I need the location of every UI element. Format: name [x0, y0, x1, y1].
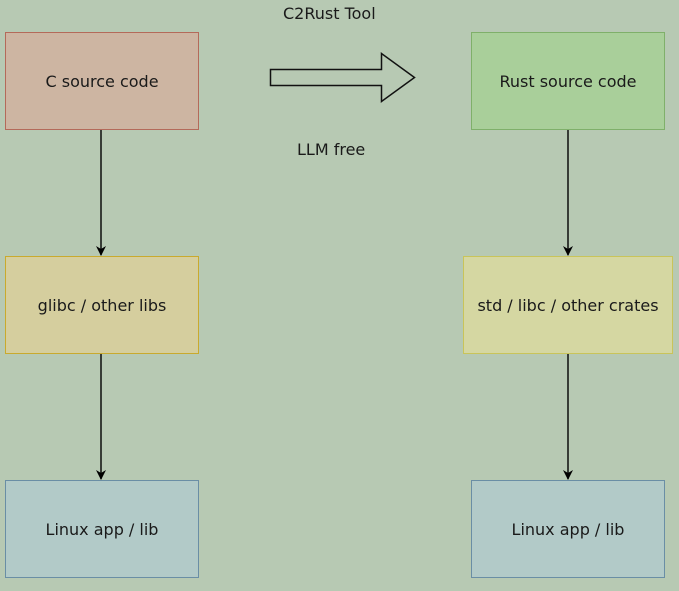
glibc-libs-label: glibc / other libs [37, 295, 167, 315]
linux-app-left-label: Linux app / lib [45, 519, 159, 539]
rust-source-code-label: Rust source code [499, 71, 637, 91]
c-source-code-label: C source code [45, 71, 159, 91]
c2rust-tool-label: C2Rust Tool [283, 4, 376, 23]
c-source-code-node: C source code [5, 32, 199, 130]
rust-source-code-node: Rust source code [471, 32, 665, 130]
std-libc-crates-label: std / libc / other crates [477, 295, 659, 315]
linux-app-right-label: Linux app / lib [511, 519, 625, 539]
linux-app-right-node: Linux app / lib [471, 480, 665, 578]
c2rust-block-arrow [269, 52, 416, 103]
glibc-libs-node: glibc / other libs [5, 256, 199, 354]
std-libc-crates-node: std / libc / other crates [463, 256, 673, 354]
llm-free-label: LLM free [297, 140, 366, 159]
linux-app-left-node: Linux app / lib [5, 480, 199, 578]
